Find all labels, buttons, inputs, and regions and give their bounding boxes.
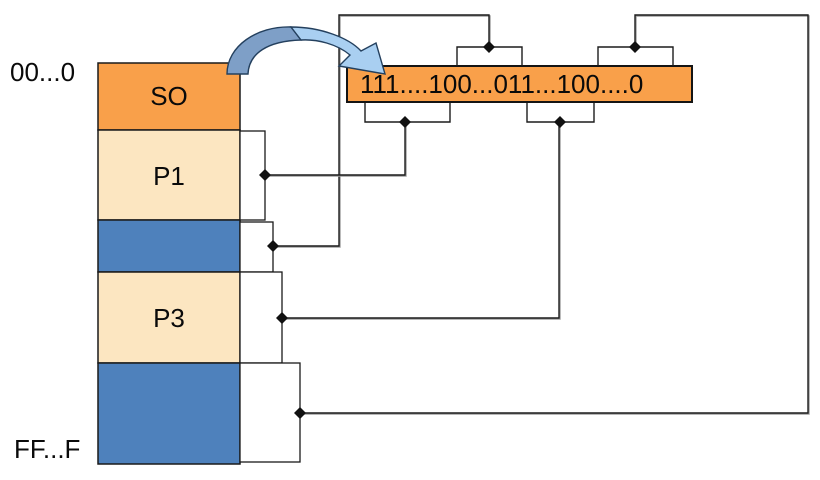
segment-p1 — [97, 129, 241, 221]
callout-p3 — [239, 271, 283, 364]
connector-diamonds — [259, 41, 641, 419]
segment-so — [97, 62, 241, 131]
connector-free2-to-bitmap-top-right — [300, 14, 809, 414]
connector-p3-to-bitmap-bottom-right — [282, 124, 560, 319]
bitmap-value-label: 111....100...011...100....0 — [360, 69, 643, 99]
segment-free-2 — [97, 362, 241, 465]
diamond-callout-p1 — [259, 169, 271, 181]
segment-p1-label: P1 — [153, 161, 185, 191]
mapping-arrow-front — [289, 26, 386, 75]
diamond-callout-free-2 — [294, 407, 306, 419]
callout-free-2 — [239, 362, 301, 463]
diamond-callout-p3 — [276, 312, 288, 324]
diamond-bracket-below-right — [554, 116, 566, 128]
diamond-callout-free-1 — [267, 240, 279, 252]
segment-p3 — [97, 271, 241, 364]
connector-p1-to-bitmap-bottom-left — [265, 124, 406, 176]
diamond-bracket-above-left — [483, 41, 495, 53]
bitmap-bar — [346, 65, 693, 103]
segment-free-1 — [97, 219, 241, 273]
address-top-label: 00...0 — [10, 57, 75, 87]
diamond-bracket-below-left — [399, 116, 411, 128]
curved-mapping-arrow-icon — [226, 26, 386, 75]
segment-p3-label: P3 — [153, 303, 185, 333]
segment-so-label: SO — [150, 81, 188, 111]
diamond-bracket-above-right — [629, 41, 641, 53]
address-bottom-label: FF...F — [14, 434, 80, 464]
connector-free1-to-bitmap-top-left — [273, 14, 490, 247]
connector-routes — [265, 14, 809, 414]
mapping-arrow-back — [226, 26, 303, 75]
